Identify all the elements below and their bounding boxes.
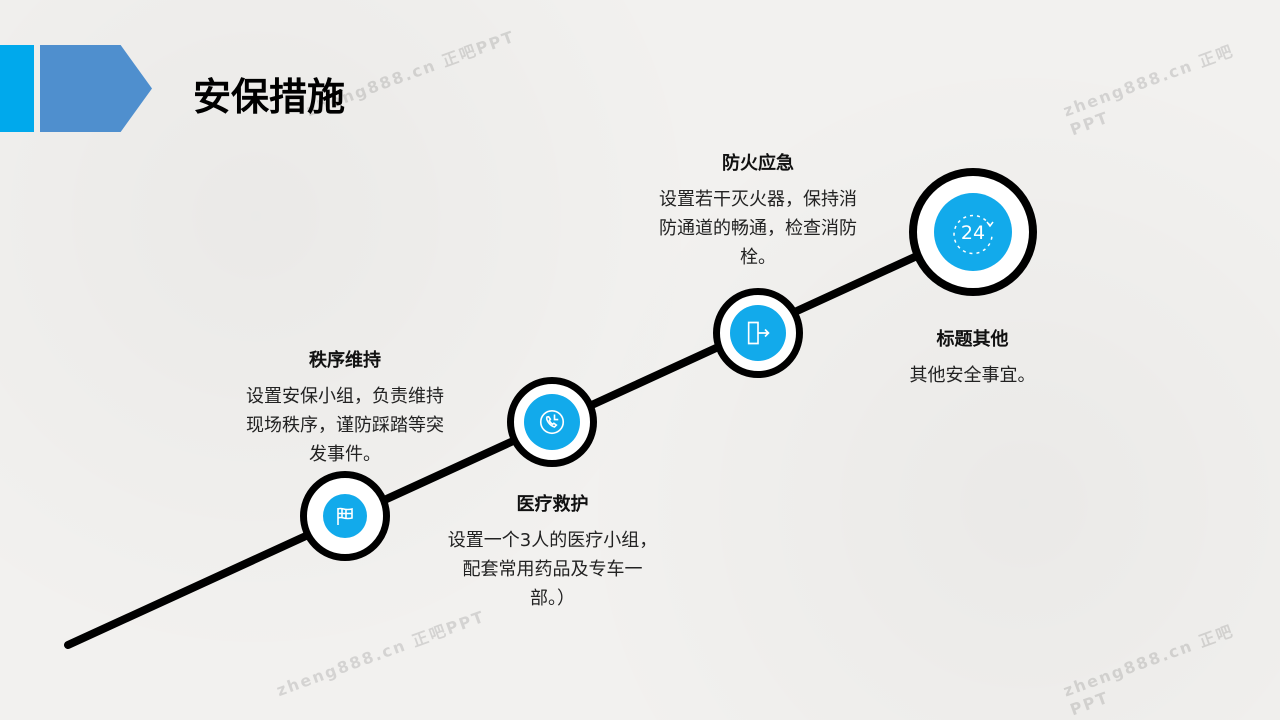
step-2-description: 设置一个3人的医疗小组，配套常用药品及专车一部。） [447,530,658,609]
step-1-title: 秩序维持 [309,350,381,371]
page-title: 安保措施 [193,75,346,119]
step-2-title: 医疗救护 [516,494,589,515]
flag-icon [323,494,367,538]
step-4-title: 标题其他 [936,329,1009,350]
step-4-text: 标题其他 其他安全事宜。 [880,325,1065,390]
step-3-description: 设置若干灭火器，保持消防通道的畅通，检查消防栓。 [659,189,857,268]
step-node-3 [713,288,803,378]
step-1-description: 设置安保小组，负责维持现场秩序，谨防踩踏等突发事件。 [246,386,444,465]
step-node-1 [300,471,390,561]
phone-clock-icon [524,394,580,450]
svg-text:24: 24 [961,222,985,244]
accent-bar [0,45,34,132]
24-hours-icon: 24 [934,193,1012,271]
step-node-2 [507,377,597,467]
exit-door-icon [730,305,786,361]
step-1-text: 秩序维持 设置安保小组，负责维持现场秩序，谨防踩踏等突发事件。 [245,346,445,469]
step-3-text: 防火应急 设置若干灭火器，保持消防通道的畅通，检查消防栓。 [658,149,858,272]
step-4-description: 其他安全事宜。 [909,365,1036,386]
step-3-title: 防火应急 [722,153,794,174]
step-2-text: 医疗救护 设置一个3人的医疗小组，配套常用药品及专车一部。） [445,490,660,613]
step-node-4: 24 [909,168,1037,296]
